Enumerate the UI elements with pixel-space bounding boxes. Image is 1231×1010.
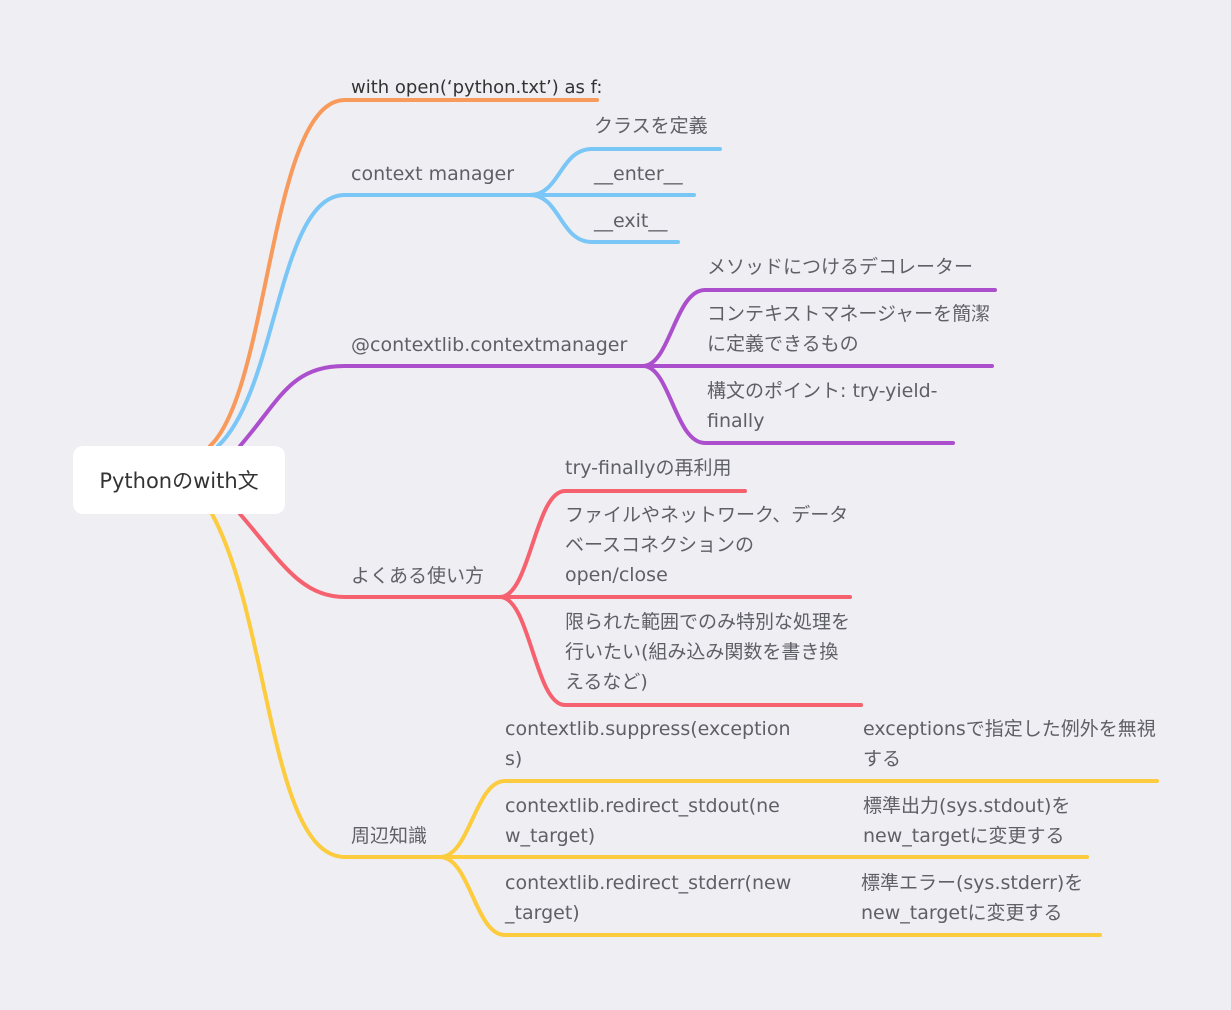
link-contextlib-decorator (641, 288, 997, 368)
branch-common-usage[interactable]: よくある使い方 (351, 565, 485, 587)
leaf-redirect-stderr[interactable]: contextlib.redirect_stderr(new_target) (505, 872, 792, 924)
branch-context-manager[interactable]: context manager (351, 163, 515, 185)
link-root-context-manager (216, 193, 532, 448)
leaf-suppress[interactable]: contextlib.suppress(exceptions) (505, 718, 791, 770)
link-root-related (210, 512, 442, 859)
link-related-suppress (438, 779, 1159, 859)
leaf-redirect-stdout[interactable]: contextlib.redirect_stdout(new_target) (505, 795, 780, 847)
link-context-manager-exit (528, 193, 680, 244)
leaf-try-finally-reuse[interactable]: try-finallyの再利用 (565, 457, 732, 479)
leaf-suppress-detail[interactable]: exceptionsで指定した例外を無視する (863, 718, 1156, 770)
link-usage-special (498, 595, 863, 707)
link-contextlib-syntax (641, 364, 955, 445)
root-node[interactable]: Pythonのwith文 (73, 446, 285, 514)
branch-contextlib-contextmanager[interactable]: @contextlib.contextmanager (351, 334, 628, 356)
leaf-decorator[interactable]: メソッドにつけるデコレーター (707, 256, 974, 278)
leaf-syntax-point[interactable]: 構文のポイント: try-yield-finally (707, 380, 938, 432)
leaf-redirect-stderr-detail[interactable]: 標準エラー(sys.stderr)をnew_targetに変更する (861, 872, 1084, 924)
leaf-redirect-stdout-detail[interactable]: 標準出力(sys.stdout)をnew_targetに変更する (863, 795, 1071, 847)
link-related-stderr (438, 855, 1102, 937)
leaf-open-close[interactable]: ファイルやネットワーク、データベースコネクションのopen/close (565, 504, 849, 586)
leaf-enter[interactable]: __enter__ (594, 163, 683, 185)
link-root-with-open (208, 98, 599, 448)
branch-with-open[interactable]: with open(‘python.txt’) as f: (351, 77, 603, 98)
link-context-manager-define-class (528, 147, 722, 197)
link-root-usage (238, 512, 502, 599)
branch-related-knowledge[interactable]: 周辺知識 (351, 825, 428, 847)
link-root-contextlib (238, 364, 645, 448)
link-usage-reuse (498, 489, 747, 599)
leaf-exit[interactable]: __exit__ (594, 210, 668, 232)
leaf-special-processing[interactable]: 限られた範囲でのみ特別な処理を行いたい(組み込み関数を書き換えるなど) (565, 611, 851, 693)
leaf-concise-definition[interactable]: コンテキストマネージャーを簡潔に定義できるもの (707, 303, 991, 355)
leaf-define-class[interactable]: クラスを定義 (594, 115, 708, 137)
